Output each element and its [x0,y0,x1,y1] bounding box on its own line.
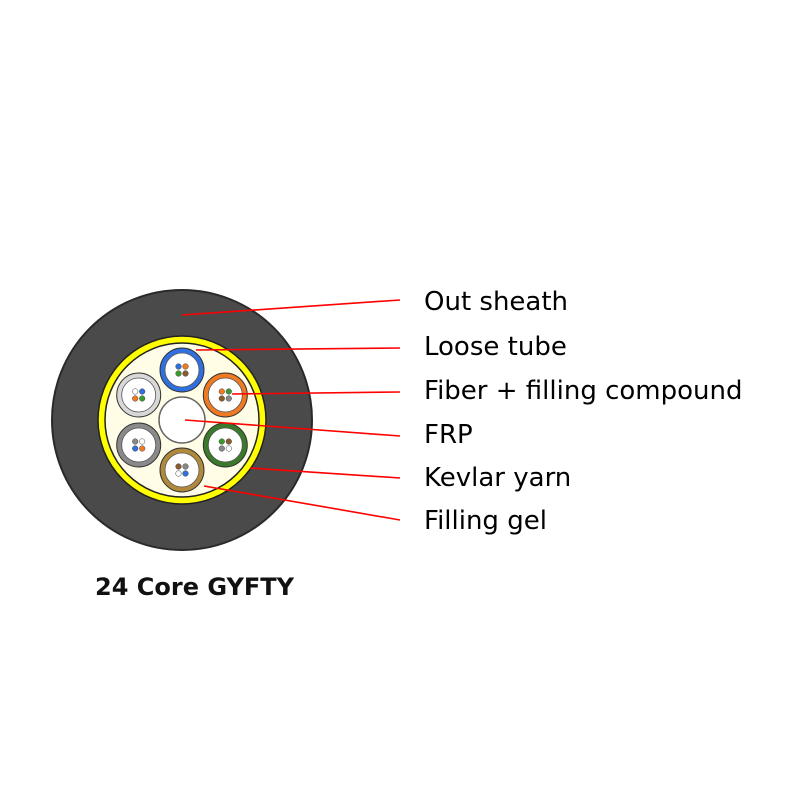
green-tube-fiber [225,438,232,445]
brown-tube-fiber [182,470,189,477]
gray-tube-fiber [132,438,139,445]
blue-tube-fiber [182,363,189,370]
blue-tube-fiber [182,370,189,377]
orange-tube-fiber [225,388,232,395]
leader-loose-tube [195,347,401,351]
frp-core [158,396,206,444]
leader-kevlar [249,467,401,479]
loose-tubes [116,347,248,493]
blue-tube-fiber [175,363,182,370]
green-tube-inner [207,427,243,463]
leader-fiber-filling [231,391,401,395]
blue-tube-inner [164,352,200,388]
green-tube-fiber [225,445,232,452]
label-out-sheath: Out sheath [424,287,568,317]
label-filling-gel: Filling gel [424,506,547,536]
gray-tube-fiber [139,445,146,452]
white-tube-fiber [139,388,146,395]
label-loose-tube: Loose tube [424,332,567,362]
orange-tube-inner [207,377,243,413]
label-fiber-filling: Fiber + filling compound [424,376,743,406]
brown-tube-inner [164,452,200,488]
orange-tube-fiber [218,395,225,402]
white-tube-fiber [139,395,146,402]
diagram-caption: 24 Core GYFTY [95,573,295,601]
brown-tube-fiber [182,463,189,470]
leader-frp [184,419,401,437]
green-tube-fiber [218,438,225,445]
gray-tube-fiber [139,438,146,445]
white-tube-fiber [132,395,139,402]
leader-filling-gel [203,485,401,521]
brown-tube-fiber [175,470,182,477]
white-tube-inner [121,377,157,413]
leader-lines [181,299,401,521]
brown-tube-fiber [175,463,182,470]
orange-tube-fiber [218,388,225,395]
gray-tube-inner [121,427,157,463]
blue-tube-fiber [175,370,182,377]
orange-tube-fiber [225,395,232,402]
gray-tube-fiber [132,445,139,452]
label-frp: FRP [424,420,473,450]
label-kevlar: Kevlar yarn [424,463,571,493]
white-tube-fiber [132,388,139,395]
leader-out-sheath [181,299,401,316]
green-tube-fiber [218,445,225,452]
